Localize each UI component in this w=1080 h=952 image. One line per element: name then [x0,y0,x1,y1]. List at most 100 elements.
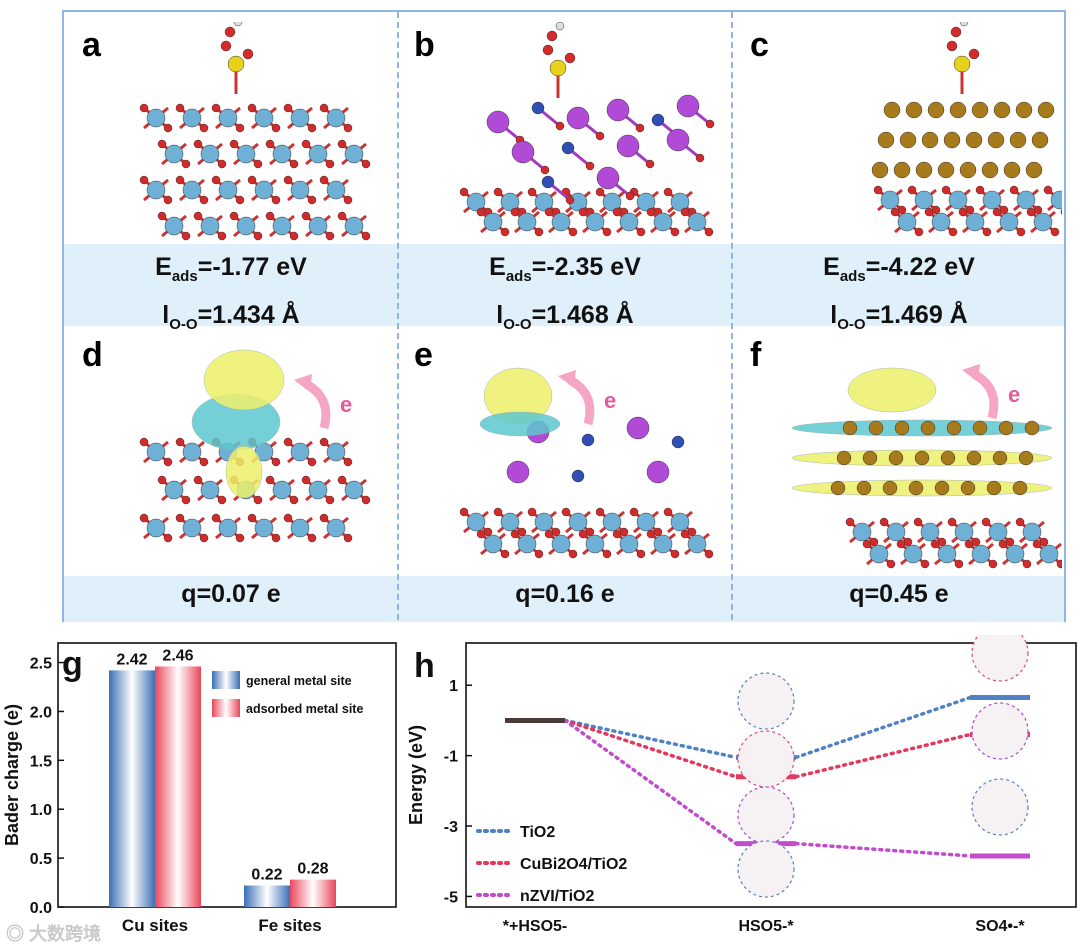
o-atom [337,139,347,149]
isosurface [479,411,561,437]
y-tick-label: 0.5 [30,851,52,868]
o-atom [301,475,311,485]
x-tick-label: Fe sites [258,916,321,935]
watermark: ◎ 大数跨境 [6,924,102,944]
o-atom [319,103,329,113]
ti-atom [1005,544,1025,564]
fe-atom [871,161,889,179]
bi-atom [676,94,700,118]
o-atom [948,227,958,237]
fe-atom [1025,161,1043,179]
o-atom [931,205,941,215]
o-atom [998,539,1008,549]
ti-atom [344,480,364,500]
arrow-head [558,370,576,388]
ti-atom [1022,522,1042,542]
ti-atom [308,480,328,500]
o-atom [229,211,239,221]
panel-label-f: f [750,336,762,374]
ti-atom [653,212,673,232]
fe-atom [998,420,1014,436]
o-atom [636,549,646,559]
plot-frame [57,642,397,908]
ti-atom [636,192,656,212]
adsorption-energy-band [64,244,1064,326]
reaction-path [563,718,738,779]
bi-atom [646,460,670,484]
fe-atom [987,131,1005,149]
o-atom [181,231,191,241]
ti-atom [466,192,486,212]
fe-atom [1037,101,1055,119]
o-atom [869,537,879,547]
o-atom [941,185,951,195]
panel-label-d: d [82,336,103,374]
o-atom [645,159,655,169]
bi-atom [511,140,535,164]
o-atom [517,527,527,537]
o-atom [157,475,167,485]
o-atom [564,52,576,64]
isosurface [203,349,285,411]
fe-atom [1031,131,1049,149]
ti-atom [1033,212,1053,232]
bi-atom [606,98,630,122]
o-atom [1016,227,1026,237]
ti-atom [619,534,639,554]
bi-atom [666,128,690,152]
o-atom [879,517,889,527]
o-atom [476,207,486,217]
ti-atom [344,144,364,164]
ti-atom [1039,544,1059,564]
ti-atom [146,180,166,200]
o-atom [139,103,149,113]
fe-atom [959,161,977,179]
fe-atom [893,161,911,179]
o-atom [705,119,715,129]
y-tick-label: 1 [449,678,458,695]
o-atom [325,495,335,505]
ti-atom [326,180,346,200]
o-atom [157,211,167,221]
data-label: 2.42 [116,651,147,668]
cu-atom [651,113,665,127]
o-atom [845,517,855,527]
o-atom [307,533,317,543]
bar [155,666,201,907]
o-atom [199,123,209,133]
structure-inset [971,702,1029,760]
ti-atom [272,216,292,236]
o-atom [646,207,656,217]
ti-atom [344,216,364,236]
o-atom [235,195,245,205]
fe-atom [856,480,872,496]
o-atom [361,231,371,241]
o-atom [663,187,673,197]
o-atom [247,103,257,113]
cu-atom [541,175,555,189]
o-atom [555,121,565,131]
ti-atom [869,544,889,564]
ti-atom [903,544,923,564]
ti-atom [326,442,346,462]
o-atom [602,549,612,559]
o-atom [565,195,575,205]
o-atom [343,457,353,467]
fe-atom [940,450,956,466]
o-atom [283,437,293,447]
ti-atom [290,442,310,462]
o-atom [211,103,221,113]
ti-atom [254,518,274,538]
o-atom [163,195,173,205]
fe-atom [836,450,852,466]
fe-atom [981,161,999,179]
structure-d-charge-density: e [139,349,371,543]
o-atom [242,48,254,60]
fe-atom [937,161,955,179]
o-atom [546,30,558,42]
bar [290,879,336,907]
o-atom [459,507,469,517]
o-atom [873,185,883,195]
o-atom [307,195,317,205]
